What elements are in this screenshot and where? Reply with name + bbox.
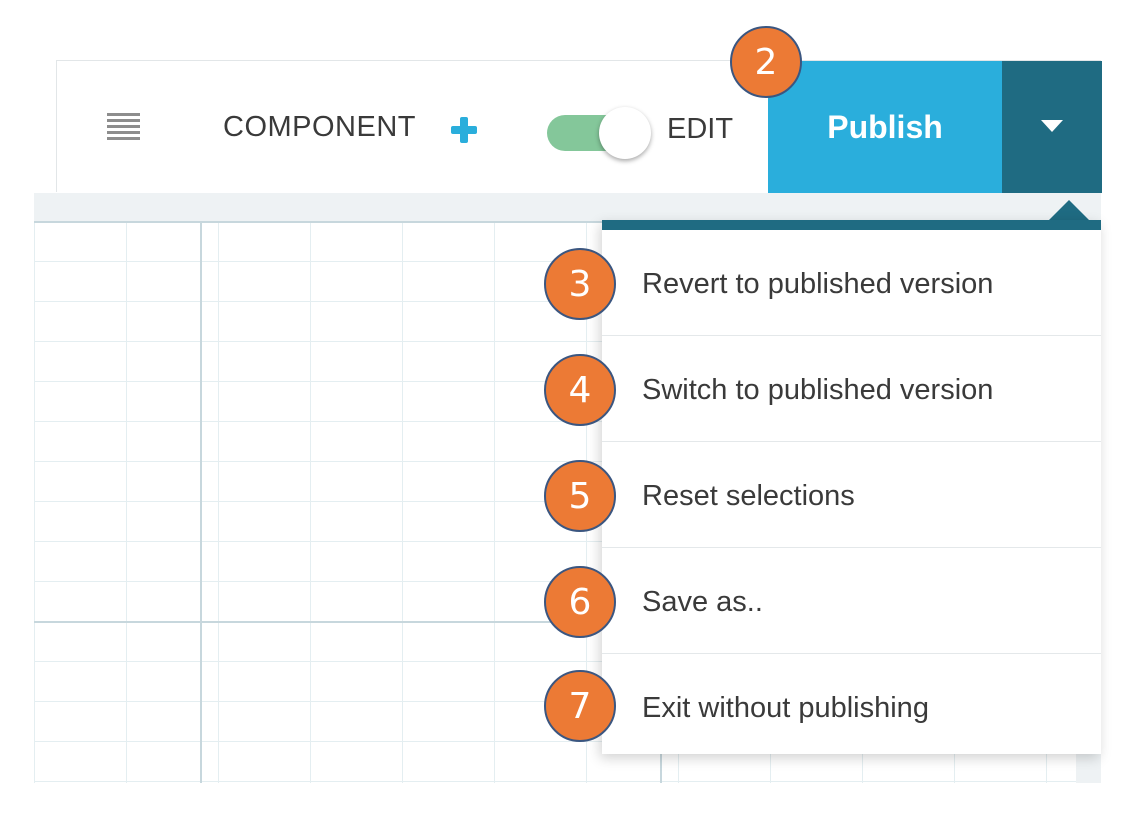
publish-button-label: Publish bbox=[827, 108, 943, 145]
callout-badge-exit: 7 bbox=[544, 670, 616, 742]
caret-down-icon bbox=[1041, 120, 1063, 132]
toolbar: COMPONENT EDIT Publish bbox=[56, 60, 1102, 193]
publish-button[interactable]: Publish bbox=[768, 61, 1002, 193]
callout-badge-publish: 2 bbox=[730, 26, 802, 98]
menu-item-label: Reset selections bbox=[642, 480, 855, 512]
callout-badge-reset: 5 bbox=[544, 460, 616, 532]
menu-item-label: Revert to published version bbox=[642, 268, 994, 300]
publish-options-menu: Revert to published version Switch to pu… bbox=[602, 220, 1101, 754]
menu-item-label: Save as.. bbox=[642, 586, 763, 618]
component-label[interactable]: COMPONENT bbox=[223, 111, 416, 143]
menu-item-save-as[interactable]: Save as.. bbox=[602, 548, 1101, 654]
callout-badge-switch: 4 bbox=[544, 354, 616, 426]
plus-icon[interactable] bbox=[449, 115, 479, 145]
menu-item-label: Exit without publishing bbox=[642, 692, 929, 724]
menu-item-revert[interactable]: Revert to published version bbox=[602, 230, 1101, 336]
canvas-ruler bbox=[34, 193, 1101, 222]
toggle-knob bbox=[599, 107, 651, 159]
edit-label: EDIT bbox=[667, 113, 734, 145]
hamburger-icon[interactable] bbox=[107, 113, 140, 141]
callout-badge-save-as: 6 bbox=[544, 566, 616, 638]
publish-options-button[interactable] bbox=[1002, 61, 1102, 193]
menu-item-switch[interactable]: Switch to published version bbox=[602, 336, 1101, 442]
menu-item-reset[interactable]: Reset selections bbox=[602, 442, 1101, 548]
edit-toggle[interactable] bbox=[547, 107, 657, 159]
menu-item-label: Switch to published version bbox=[642, 374, 994, 406]
menu-item-exit[interactable]: Exit without publishing bbox=[602, 654, 1101, 760]
dropdown-pointer bbox=[1049, 200, 1089, 220]
callout-badge-revert: 3 bbox=[544, 248, 616, 320]
